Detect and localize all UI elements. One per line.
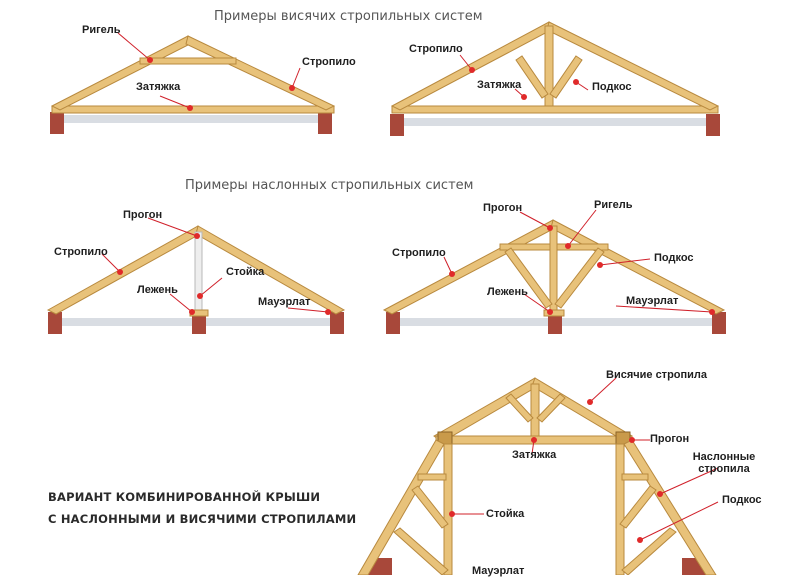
callout-lines: [101, 32, 719, 541]
brick-support-left: [390, 114, 404, 136]
strut-right: [549, 55, 583, 99]
rafter-right: [195, 225, 346, 315]
caption-line-1: ВАРИАНТ КОМБИНИРОВАННОЙ КРЫШИ: [48, 490, 321, 504]
rafter-left: [46, 225, 201, 315]
post: [194, 231, 203, 313]
label-progon: Прогон: [123, 209, 163, 221]
brick-support-right: [712, 312, 726, 334]
brick-support-right: [706, 114, 720, 136]
brick-support-left: [48, 312, 62, 334]
strut-left: [515, 55, 549, 99]
king-post: [530, 383, 540, 439]
callout-dots: [117, 57, 715, 543]
collar-beam: [139, 57, 237, 65]
center-post: [549, 225, 558, 313]
upper-strut-right: [536, 393, 566, 423]
crossbar-right: [621, 473, 649, 481]
strut-left-2: [411, 485, 449, 529]
post-left: [443, 443, 453, 575]
label-stropilo: Стропило: [302, 56, 356, 68]
label-zatyazhka: Затяжка: [136, 81, 181, 93]
crossbar-left: [417, 473, 447, 481]
ceiling-beam: [400, 118, 706, 126]
diagram-hanging-collar: [50, 35, 336, 134]
ceiling-beam: [58, 115, 326, 123]
king-post: [544, 25, 554, 107]
strut-right-2: [619, 485, 657, 529]
label-stropilo: Стропило: [392, 247, 446, 259]
sill-beam: [543, 309, 565, 317]
brick-support-right: [330, 312, 344, 334]
label-stropilo: Стропило: [54, 246, 108, 258]
label-mauerlat: Мауэрлат: [258, 296, 311, 308]
diagram-caption: ВАРИАНТ КОМБИНИРОВАННОЙ КРЫШИ С НАСЛОННЫ…: [48, 486, 356, 530]
lower-strut-left: [393, 527, 449, 575]
diagram-layered-struts: [382, 219, 726, 334]
diagram-hanging-struts: [390, 21, 720, 136]
label-lezhen: Лежень: [137, 284, 178, 296]
caption-line-2: С НАСЛОННЫМИ И ВИСЯЧИМИ СТРОПИЛАМИ: [48, 512, 357, 526]
section-title-layered: Примеры наслонных стропильных систем: [185, 178, 474, 193]
label-podkos: Подкос: [654, 252, 694, 264]
tie-beam: [391, 105, 719, 114]
diagram-combined-roof: [357, 377, 717, 575]
label-mauerlat: Мауэрлат: [626, 295, 679, 307]
label-rigel: Ригель: [594, 199, 633, 211]
upper-strut-left: [505, 393, 534, 423]
label-progon: Прогон: [483, 202, 523, 214]
label-podkos: Подкос: [592, 81, 632, 93]
label-progon: Прогон: [650, 433, 690, 445]
label-rigel: Ригель: [82, 24, 121, 36]
brick-support-center: [548, 316, 562, 334]
label-stropilo: Стропило: [409, 43, 463, 55]
rafter-left: [382, 219, 556, 315]
section-title-hanging: Примеры висячих стропильных систем: [214, 9, 483, 24]
label-mauerlat: Мауэрлат: [472, 565, 525, 577]
rafter-right: [185, 35, 336, 111]
rafter-left: [50, 35, 191, 111]
brick-support-center: [192, 316, 206, 334]
label-zatyazhka: Затяжка: [477, 79, 522, 91]
lower-strut-right: [621, 527, 677, 575]
label-stoyka: Стойка: [226, 266, 265, 278]
label-stoyka: Стойка: [486, 508, 525, 520]
brick-support-left: [386, 312, 400, 334]
label-visyachie-stropila: Висячие стропила: [606, 369, 708, 381]
label-naslonnye-stropila: Наслонные стропила: [692, 451, 756, 475]
brick-support-right: [318, 112, 332, 134]
post-right: [615, 443, 625, 575]
strut-left: [504, 247, 553, 309]
label-zatyazhka: Затяжка: [512, 449, 557, 461]
label-lezhen: Лежень: [487, 286, 528, 298]
diagram-layered-post: [46, 225, 346, 334]
label-podkos: Подкос: [722, 494, 762, 506]
tie-beam: [51, 105, 335, 114]
brick-support-left: [50, 112, 64, 134]
strut-right: [554, 247, 605, 309]
